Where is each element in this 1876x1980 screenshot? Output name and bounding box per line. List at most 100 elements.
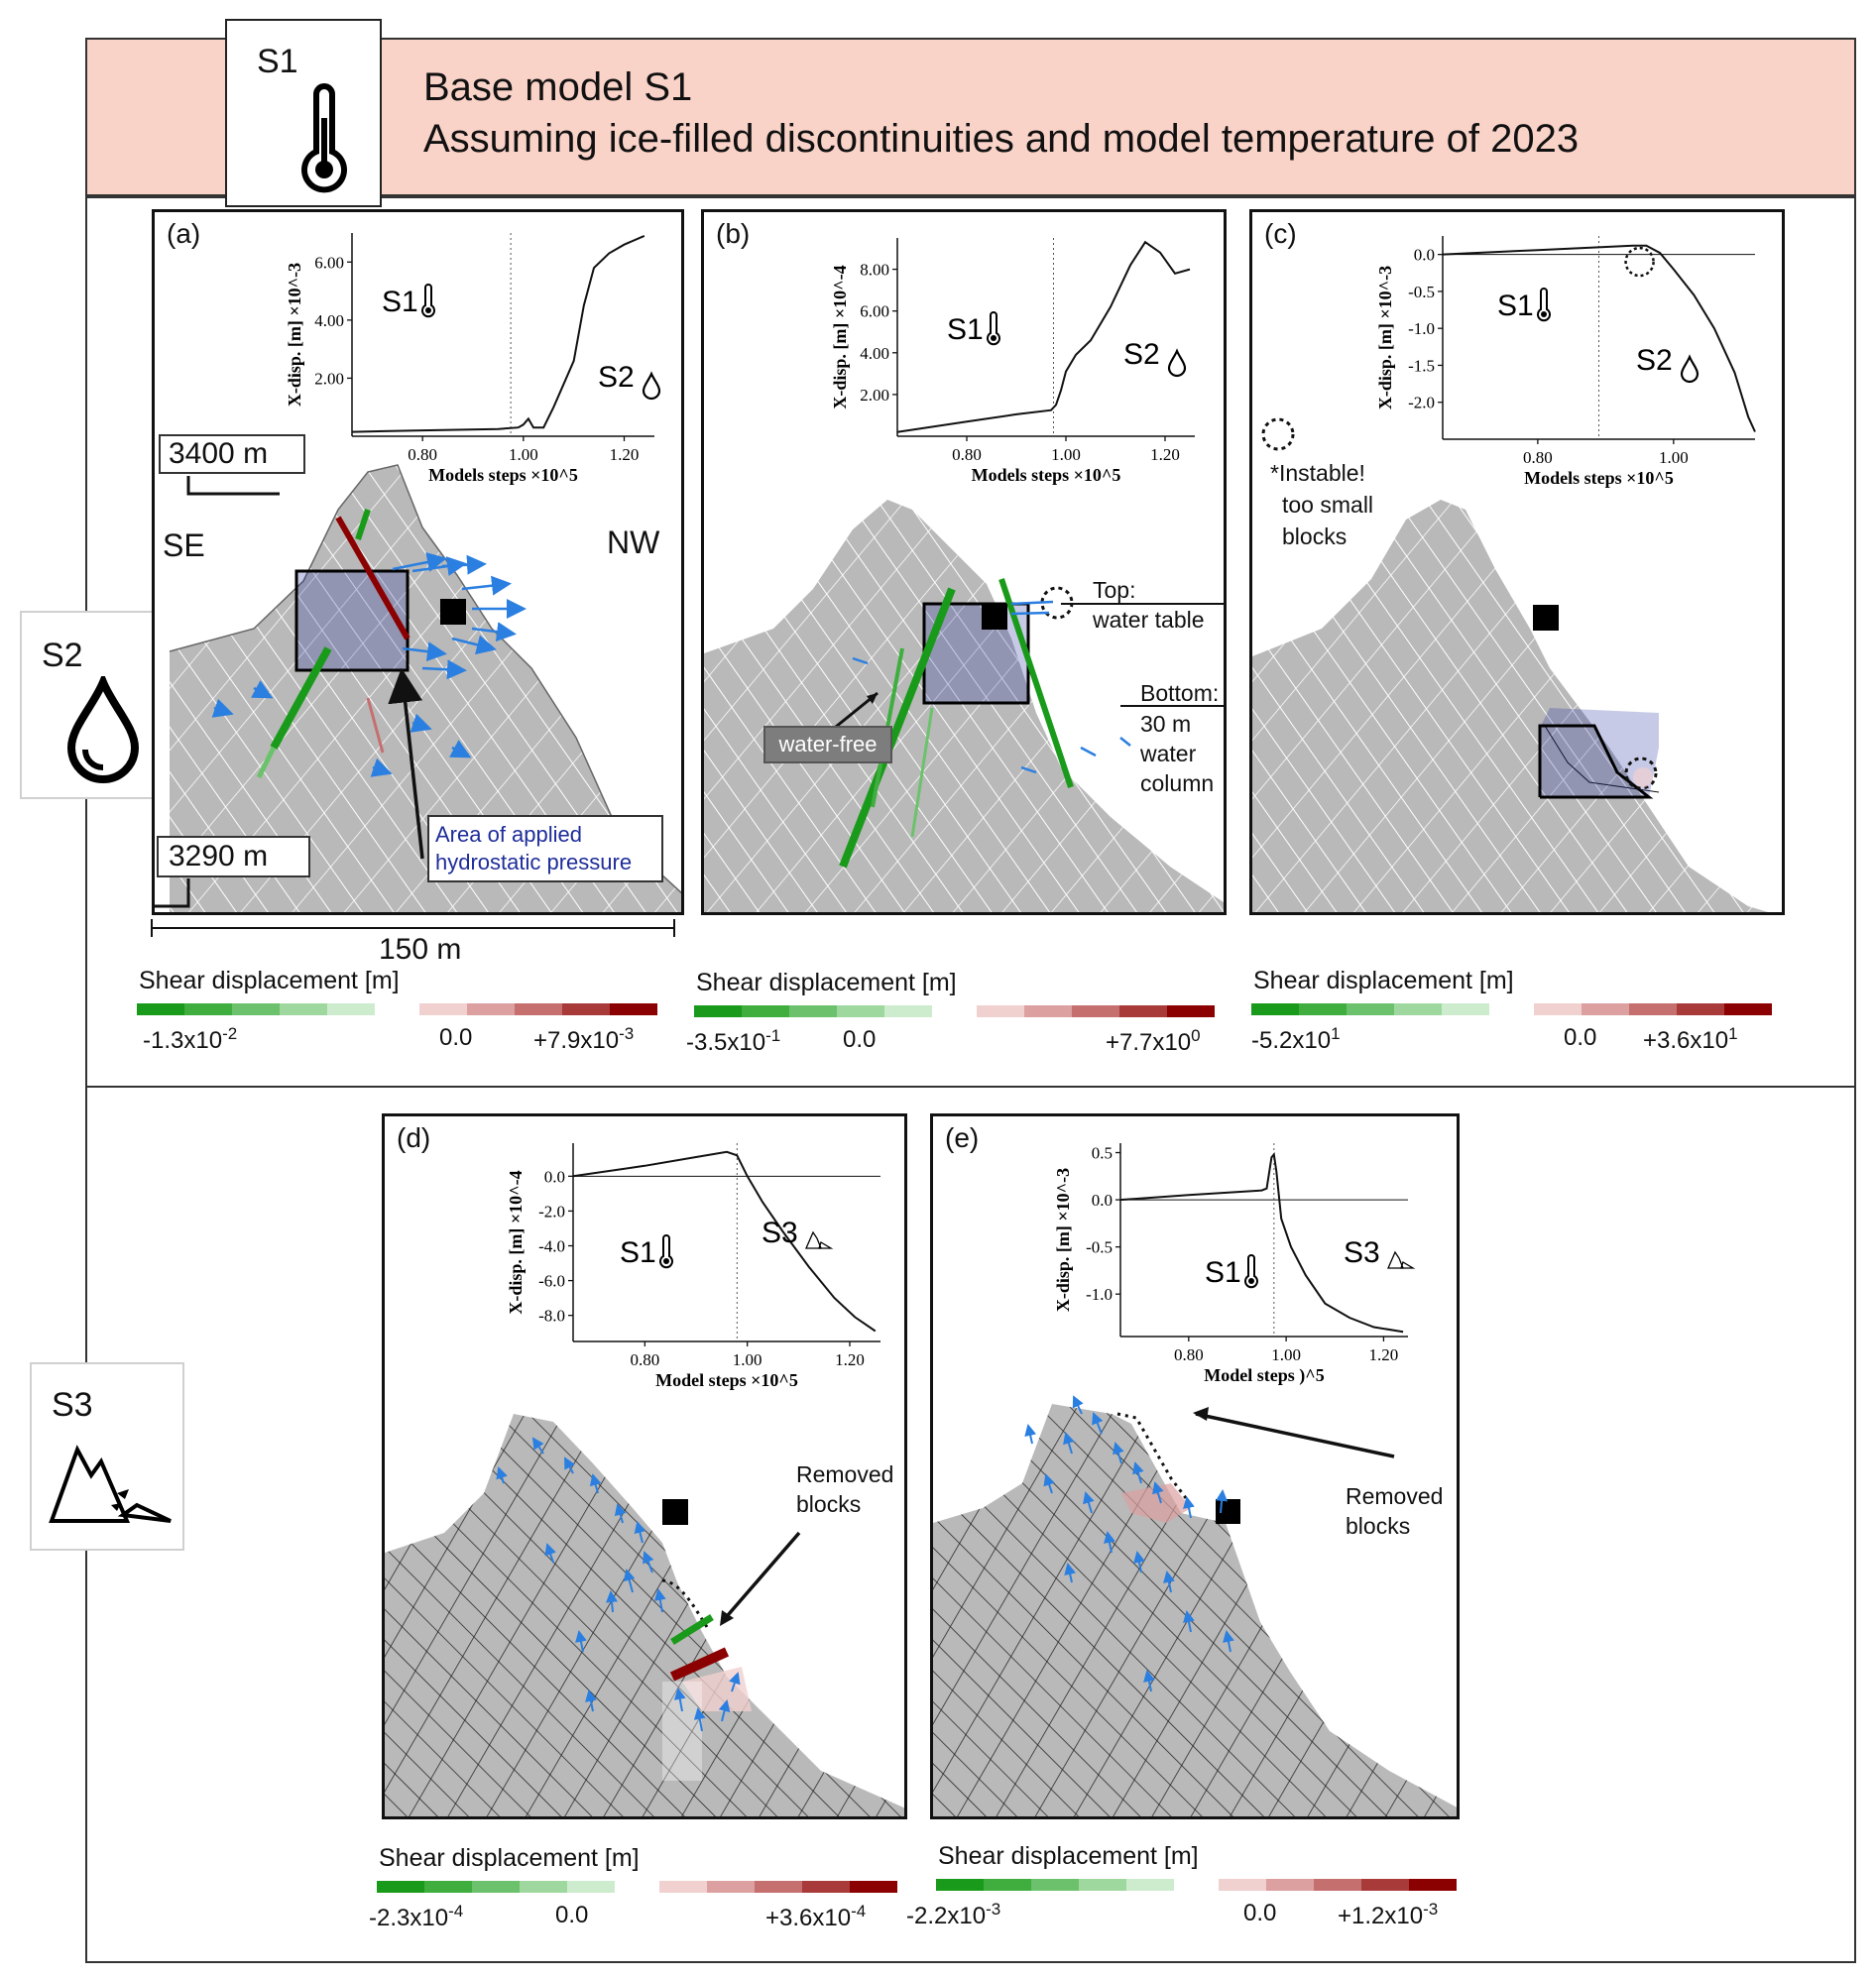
y-tick-label: 0.5 xyxy=(1092,1144,1113,1163)
x-tick-label: 1.00 xyxy=(1659,448,1689,467)
x-tick-label: 1.20 xyxy=(610,445,640,464)
legend-swatch-green xyxy=(377,1881,424,1893)
panel-b-model xyxy=(704,500,1224,912)
legend-swatch-green xyxy=(137,1003,184,1015)
y-axis-label: X-disp. [m] ×10^-4 xyxy=(830,265,850,408)
s2-tile-label: S2 xyxy=(42,637,83,674)
s1-chart-label: S1 xyxy=(947,313,984,346)
x-tick-label: 1.20 xyxy=(835,1350,865,1369)
legend-swatch-red xyxy=(1409,1879,1457,1891)
panel-c-model xyxy=(1252,417,1768,912)
bottom-elevation-label: 3290 m xyxy=(157,836,310,877)
panel-e: (e) Removed blocks xyxy=(930,1113,1460,1819)
bottom-note-2: 30 m xyxy=(1140,711,1192,737)
legend-zero: 0.0 xyxy=(843,1026,877,1053)
legend-swatch-green xyxy=(472,1881,520,1893)
panel-c: (c) *Instable! too small blocks xyxy=(1249,209,1785,915)
legend-zero: 0.0 xyxy=(1564,1024,1597,1051)
legend-swatch-red xyxy=(1266,1879,1314,1891)
legend-max-exponent: -3 xyxy=(1423,1900,1439,1919)
legend-max: +7.7x100 xyxy=(1106,1026,1201,1056)
thermometer-icon xyxy=(659,1234,673,1269)
width-scale-label: 150 m xyxy=(379,933,462,966)
legend-min-exponent: 1 xyxy=(1331,1024,1341,1043)
panel-a-annotation-box: Area of applied hydrostatic pressure xyxy=(427,815,663,882)
x-tick-label: 0.80 xyxy=(408,445,437,464)
bottom-note-1: Bottom: xyxy=(1140,680,1220,706)
legend-swatch-red xyxy=(1724,1003,1772,1015)
legend-max: +1.2x10-3 xyxy=(1338,1900,1439,1929)
panel-d-removed-2: blocks xyxy=(796,1491,862,1517)
x-tick-label: 1.00 xyxy=(509,445,538,464)
legend-title: Shear displacement [m] xyxy=(938,1842,1199,1870)
x-tick-label: 0.80 xyxy=(952,445,982,464)
x-tick-label: 1.00 xyxy=(1051,445,1081,464)
legend-swatch-red xyxy=(1072,1005,1119,1017)
legend-min-exponent: -4 xyxy=(448,1902,464,1921)
legend-title: Shear displacement [m] xyxy=(139,967,400,994)
legend-swatch-red xyxy=(977,1005,1024,1017)
legend-max-exponent: -4 xyxy=(851,1902,867,1921)
panel-a-label: (a) xyxy=(167,218,201,249)
s1-chart-label: S1 xyxy=(1205,1256,1241,1289)
s2-chart-label: S3 xyxy=(762,1217,798,1249)
y-tick-label: -6.0 xyxy=(538,1272,565,1291)
y-tick-label: -4.0 xyxy=(538,1237,565,1256)
instability-marker xyxy=(1624,246,1655,278)
legend-title: Shear displacement [m] xyxy=(379,1844,640,1872)
panel-a: (a) SE NW Area of applied hydrostatic pr… xyxy=(152,209,684,915)
legend-swatch-green xyxy=(1299,1003,1347,1015)
y-tick-label: 6.00 xyxy=(314,253,344,272)
legend-swatch-green xyxy=(1347,1003,1394,1015)
legend-swatch-red xyxy=(610,1003,657,1015)
legend-swatch-green xyxy=(884,1005,932,1017)
s2-chart-label: S2 xyxy=(1636,344,1673,377)
legend-swatch-green xyxy=(789,1005,837,1017)
legend-swatch-red xyxy=(755,1881,802,1893)
legend-max-exponent: 1 xyxy=(1728,1024,1738,1043)
direction-nw: NW xyxy=(607,524,660,560)
legend-swatch-red xyxy=(1629,1003,1677,1015)
water-drop-icon xyxy=(642,371,661,401)
thermometer-icon xyxy=(301,83,347,193)
s1-chart-label: S1 xyxy=(382,286,418,318)
rockfall-icon xyxy=(49,1445,172,1523)
legend-min: -1.3x10-2 xyxy=(143,1024,238,1054)
legend-swatch-red xyxy=(1361,1879,1409,1891)
legend-swatch-green xyxy=(694,1005,742,1017)
panel-e-label: (e) xyxy=(945,1122,980,1153)
direction-se: SE xyxy=(163,527,205,563)
y-tick-label: -0.5 xyxy=(1408,283,1435,301)
legend-min-exponent: -2 xyxy=(222,1024,238,1043)
s1-chart-label: S1 xyxy=(620,1236,656,1269)
displacement-curve xyxy=(896,240,1191,433)
panel-b: (b) Top: water table Bottom: 30 m water … xyxy=(701,209,1227,915)
legend-swatch-green xyxy=(1126,1879,1174,1891)
x-tick-label: 0.80 xyxy=(1174,1345,1204,1364)
x-tick-label: 1.20 xyxy=(1150,445,1180,464)
x-axis-label: Models steps ×10^5 xyxy=(972,465,1121,485)
y-tick-label: -8.0 xyxy=(538,1307,565,1326)
legend-min: -2.3x10-4 xyxy=(369,1902,464,1931)
legend-swatch-green xyxy=(1442,1003,1489,1015)
legend-swatch-red xyxy=(802,1881,850,1893)
top-elevation-bar xyxy=(186,476,280,496)
legend-swatch-red xyxy=(1314,1879,1361,1891)
y-tick-label: 0.0 xyxy=(1414,246,1435,265)
x-tick-label: 1.00 xyxy=(733,1350,762,1369)
rockfall-icon xyxy=(1387,1250,1416,1269)
top-elevation-text: 3400 m xyxy=(169,437,269,470)
water-free-text: water-free xyxy=(778,732,878,757)
water-drop-icon xyxy=(1167,348,1187,378)
bottom-elevation-text: 3290 m xyxy=(169,840,269,873)
legend-swatch-red xyxy=(707,1881,755,1893)
legend-swatch-green xyxy=(424,1881,472,1893)
thermometer-icon xyxy=(1244,1254,1258,1289)
legend-max-exponent: -3 xyxy=(619,1024,635,1043)
water-free-label: water-free xyxy=(763,726,892,763)
y-tick-label: 2.00 xyxy=(314,369,344,388)
header-title-line2: Assuming ice-filled discontinuities and … xyxy=(423,117,1580,161)
legend-title: Shear displacement [m] xyxy=(1253,967,1514,994)
